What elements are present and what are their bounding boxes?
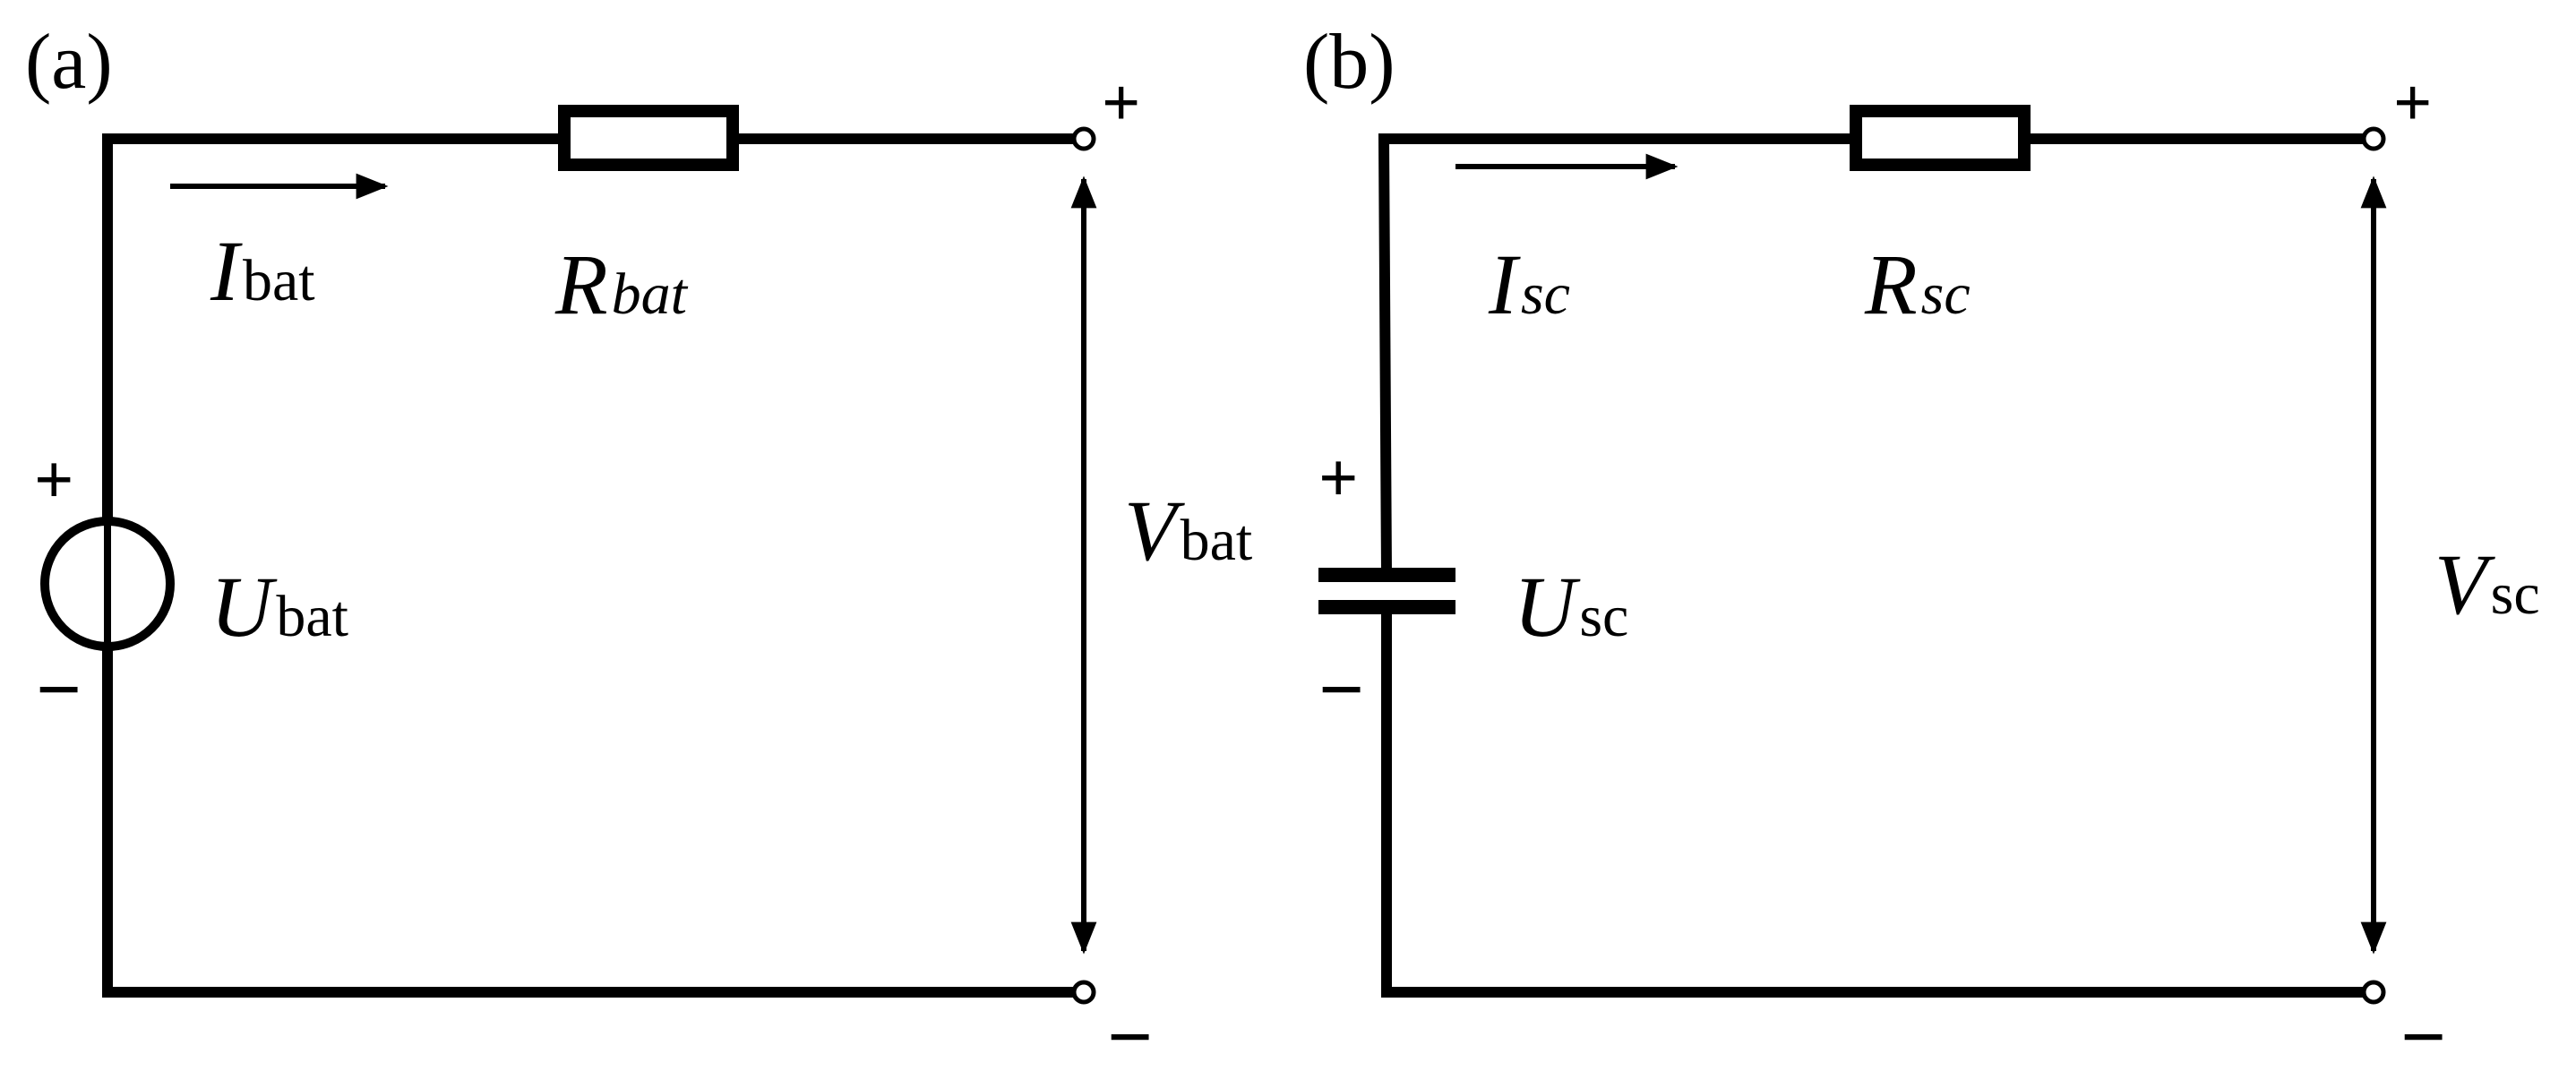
panel-a-terminal-plus: + [1102,65,1140,141]
panel-a-resistor [558,105,739,171]
panel-a-source-label: Ubat [210,559,348,655]
panel-b-terminal-bottom [2361,980,2386,1005]
panel-b-source-plus: + [1318,439,1358,517]
panel-b-voltage-label: Vsc [2434,536,2540,632]
panel-b-terminal-top [2361,126,2386,151]
panel-b-resistor [1850,105,2031,171]
panel-a: (a) + − Ibat Rbat Ubat + − [25,19,1252,1071]
panel-b-terminal-plus: + [2393,65,2432,141]
panel-b-source-minus: − [1318,646,1364,734]
panel-a-current-label: Ibat [210,223,315,319]
panel-a-resistor-label: Rbat [554,236,689,332]
panel-b-top-wire [1378,133,2379,581]
panel-b-current-label: Isc [1488,236,1570,332]
panel-a-terminal-bottom [1071,980,1096,1005]
panel-b-terminal-minus: − [2400,993,2446,1071]
panel-b-resistor-label: Rsc [1864,236,1971,332]
panel-a-terminal-minus: − [1107,993,1153,1071]
panel-a-source-plus: + [34,441,73,518]
panel-a-terminal-top [1071,126,1096,151]
panel-a-source-minus: − [36,646,82,734]
panel-a-label: (a) [25,19,113,106]
panel-b-source-label: Usc [1514,559,1628,655]
panel-b-label: (b) [1303,19,1395,106]
panel-a-voltage-label: Vbat [1124,483,1252,578]
panel-b: (b) + − Isc Rsc Usc + − [1303,19,2540,1071]
panel-b-bottom-wire [1381,602,2379,998]
